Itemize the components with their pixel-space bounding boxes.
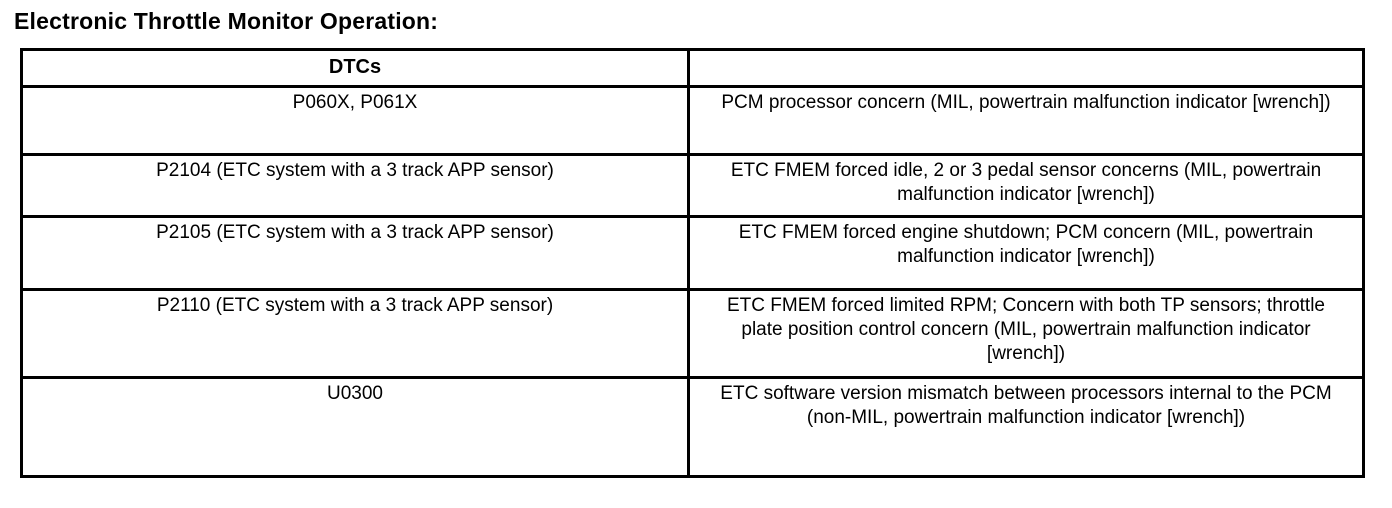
dtc-code-cell: P2110 (ETC system with a 3 track APP sen… [20,288,690,379]
dtc-code-cell: P2105 (ETC system with a 3 track APP sen… [20,215,690,291]
dtc-description-cell: ETC FMEM forced limited RPM; Concern wit… [687,288,1365,379]
dtc-description-cell: ETC software version mismatch between pr… [687,376,1365,478]
dtc-description-cell: ETC FMEM forced engine shutdown; PCM con… [687,215,1365,291]
dtc-table: DTCs P060X, P061X PCM processor concern … [20,48,1365,478]
page-title: Electronic Throttle Monitor Operation: [14,8,439,34]
dtc-code-cell: P2104 (ETC system with a 3 track APP sen… [20,153,690,218]
header-cell-dtcs: DTCs [20,48,690,88]
dtc-code-cell: P060X, P061X [20,85,690,156]
header-cell-description [687,48,1365,88]
dtc-description-cell: PCM processor concern (MIL, powertrain m… [687,85,1365,156]
dtc-table-header-row: DTCs [20,48,1365,88]
table-row: P2110 (ETC system with a 3 track APP sen… [20,288,1365,379]
table-row: U0300 ETC software version mismatch betw… [20,376,1365,478]
dtc-code-cell: U0300 [20,376,690,478]
table-row: P2105 (ETC system with a 3 track APP sen… [20,215,1365,291]
table-row: P060X, P061X PCM processor concern (MIL,… [20,85,1365,156]
table-row: P2104 (ETC system with a 3 track APP sen… [20,153,1365,218]
dtc-description-cell: ETC FMEM forced idle, 2 or 3 pedal senso… [687,153,1365,218]
